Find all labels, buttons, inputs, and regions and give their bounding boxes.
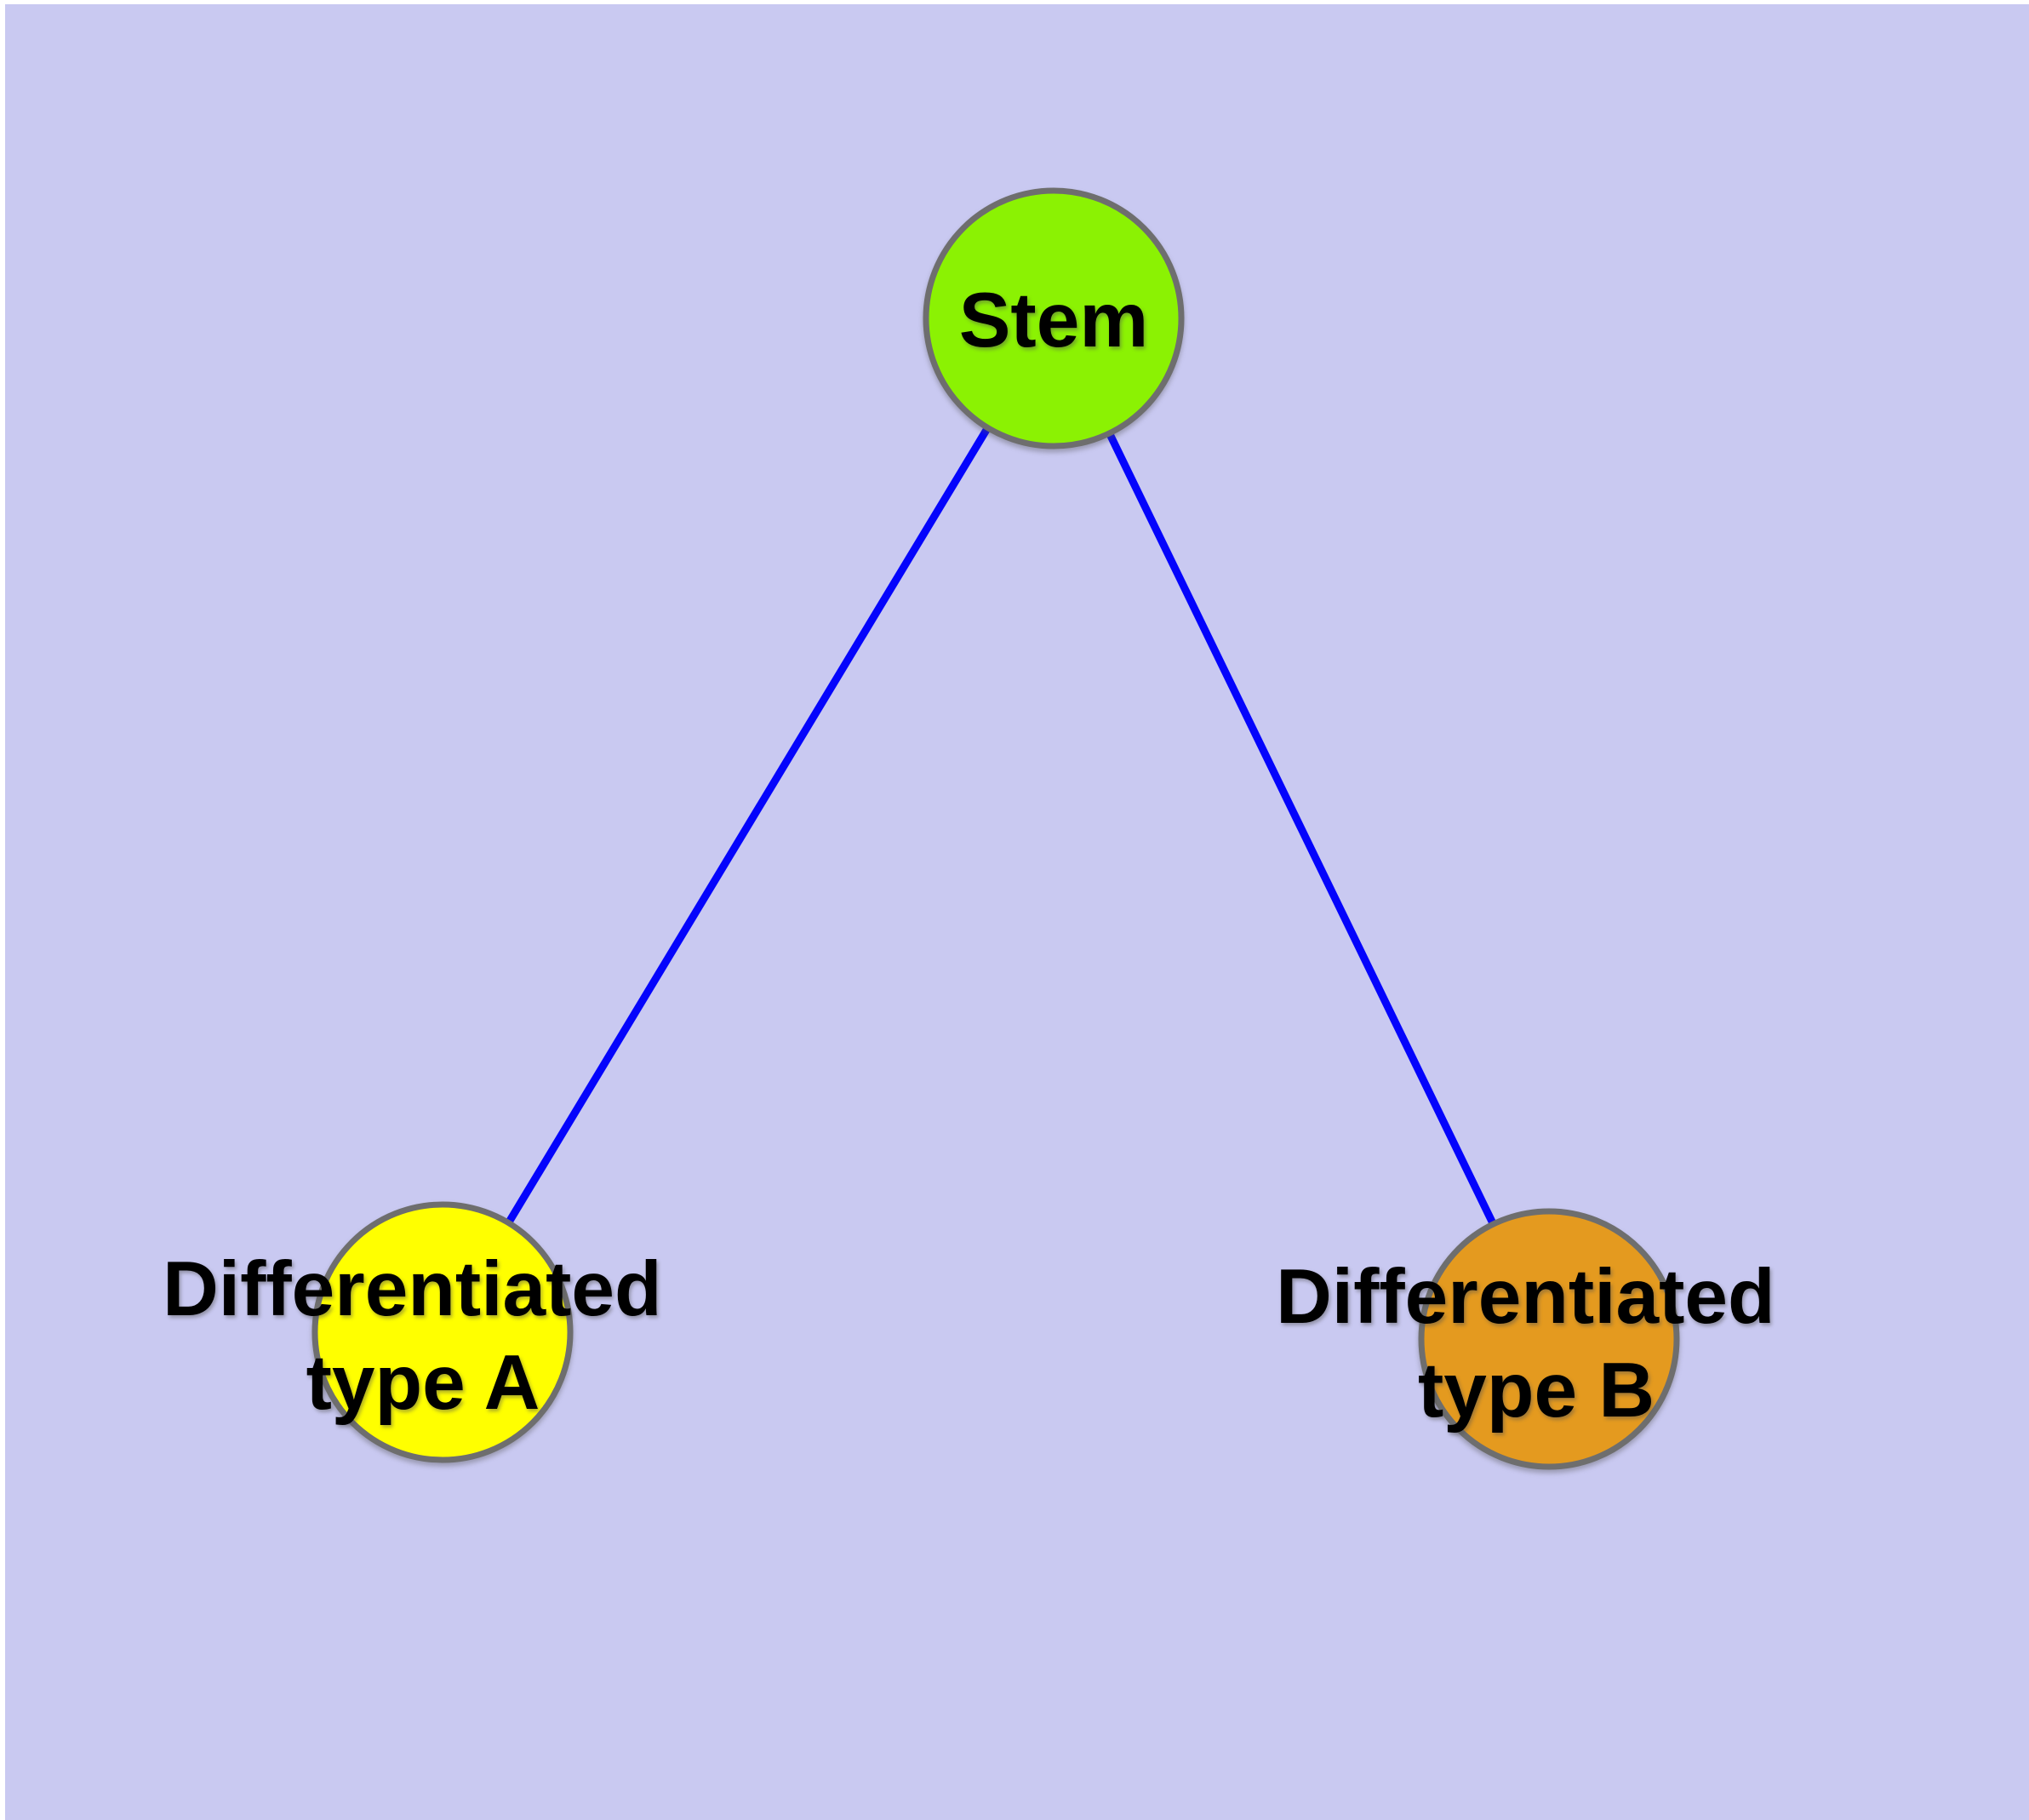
node-label-type-b-line-1: Differentiated	[1276, 1254, 1775, 1340]
node-layer	[311, 187, 1680, 1470]
window-frame-top	[0, 0, 2029, 4]
node-label-differentiated-type-a: Differentiated type A	[163, 1246, 683, 1426]
node-differentiated-type-b[interactable]	[1418, 1208, 1680, 1470]
node-label-type-a-line-1: Differentiated	[163, 1246, 662, 1332]
edge-stem-to-type-a[interactable]	[439, 316, 1057, 1335]
node-differentiated-type-a[interactable]	[311, 1201, 574, 1463]
node-label-type-b-line-2: type B	[1418, 1348, 1655, 1434]
window-frame-left	[0, 0, 5, 1820]
node-label-type-a-line-2: type A	[306, 1340, 540, 1426]
node-label-differentiated-type-b: Differentiated type B	[1276, 1254, 1797, 1434]
node-label-stem: Stem	[959, 278, 1149, 363]
edge-stem-to-type-b[interactable]	[1049, 317, 1553, 1341]
edge-layer	[439, 316, 1553, 1341]
node-stem[interactable]	[923, 187, 1185, 449]
label-layer: Stem Differentiated type A Differentiate…	[163, 278, 1797, 1434]
